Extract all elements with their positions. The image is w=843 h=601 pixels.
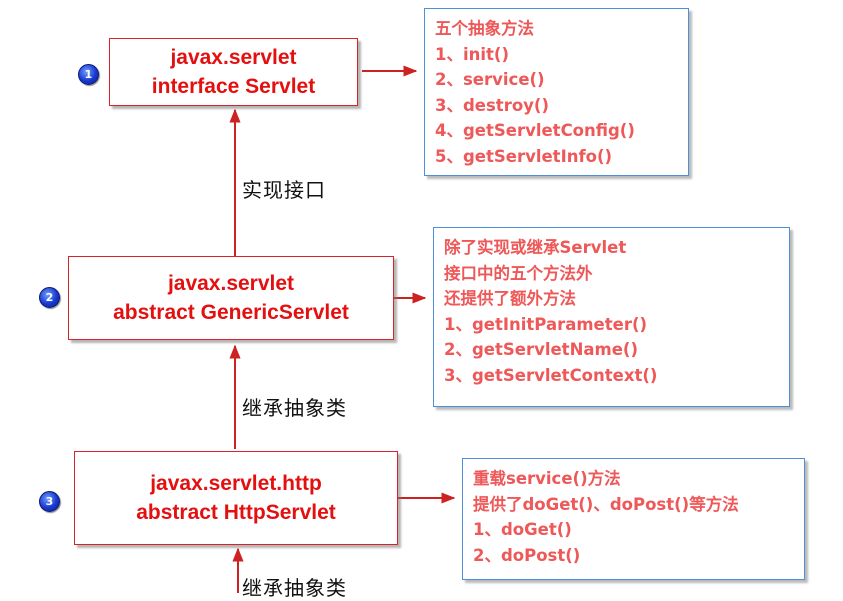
- note-line: 2、getServletName(): [444, 340, 638, 359]
- class-name: interface Servlet: [151, 75, 316, 98]
- note-line: 1、init(): [435, 44, 510, 64]
- note-line: 5、getServletInfo(): [435, 146, 613, 166]
- note-line: 2、service(): [435, 70, 545, 89]
- note-line: 提供了doGet()、doPost()等方法: [473, 494, 739, 514]
- note-line: 1、getInitParameter(): [444, 314, 648, 334]
- class-box-generic-servlet: javax.servlet abstract GenericServlet: [68, 256, 394, 340]
- note-line: 除了实现或继承Servlet: [444, 238, 627, 257]
- note-servlet-methods: 五个抽象方法 1、init() 2、service() 3、destroy() …: [424, 8, 689, 176]
- class-box-servlet: javax.servlet interface Servlet: [109, 38, 358, 106]
- note-generic-servlet-methods: 除了实现或继承Servlet 接口中的五个方法外 还提供了额外方法 1、getI…: [433, 227, 790, 407]
- note-line: 五个抽象方法: [435, 19, 534, 38]
- relation-implements-label: 实现接口: [242, 178, 326, 202]
- class-name: abstract HttpServlet: [136, 501, 336, 524]
- note-line: 1、doGet(): [473, 520, 572, 539]
- class-package: javax.servlet.http: [150, 472, 322, 495]
- badge-1: 1: [78, 64, 99, 85]
- class-package: javax.servlet: [167, 272, 295, 295]
- note-line: 4、getServletConfig(): [435, 121, 635, 140]
- note-line: 3、destroy(): [435, 95, 550, 115]
- note-line: 接口中的五个方法外: [444, 263, 593, 283]
- note-line: 重载service()方法: [473, 469, 621, 488]
- note-line: 3、getServletContext(): [444, 365, 658, 385]
- relation-extends-label-2: 继承抽象类: [242, 576, 347, 600]
- class-name: abstract GenericServlet: [113, 301, 349, 324]
- badge-2: 2: [39, 287, 60, 308]
- class-box-http-servlet: javax.servlet.http abstract HttpServlet: [74, 451, 398, 545]
- note-line: 2、doPost(): [473, 545, 581, 565]
- badge-3: 3: [39, 491, 60, 512]
- class-package: javax.servlet: [170, 46, 297, 69]
- note-line: 还提供了额外方法: [444, 289, 576, 308]
- relation-extends-label: 继承抽象类: [242, 396, 347, 420]
- note-http-servlet-methods: 重载service()方法 提供了doGet()、doPost()等方法 1、d…: [462, 458, 805, 580]
